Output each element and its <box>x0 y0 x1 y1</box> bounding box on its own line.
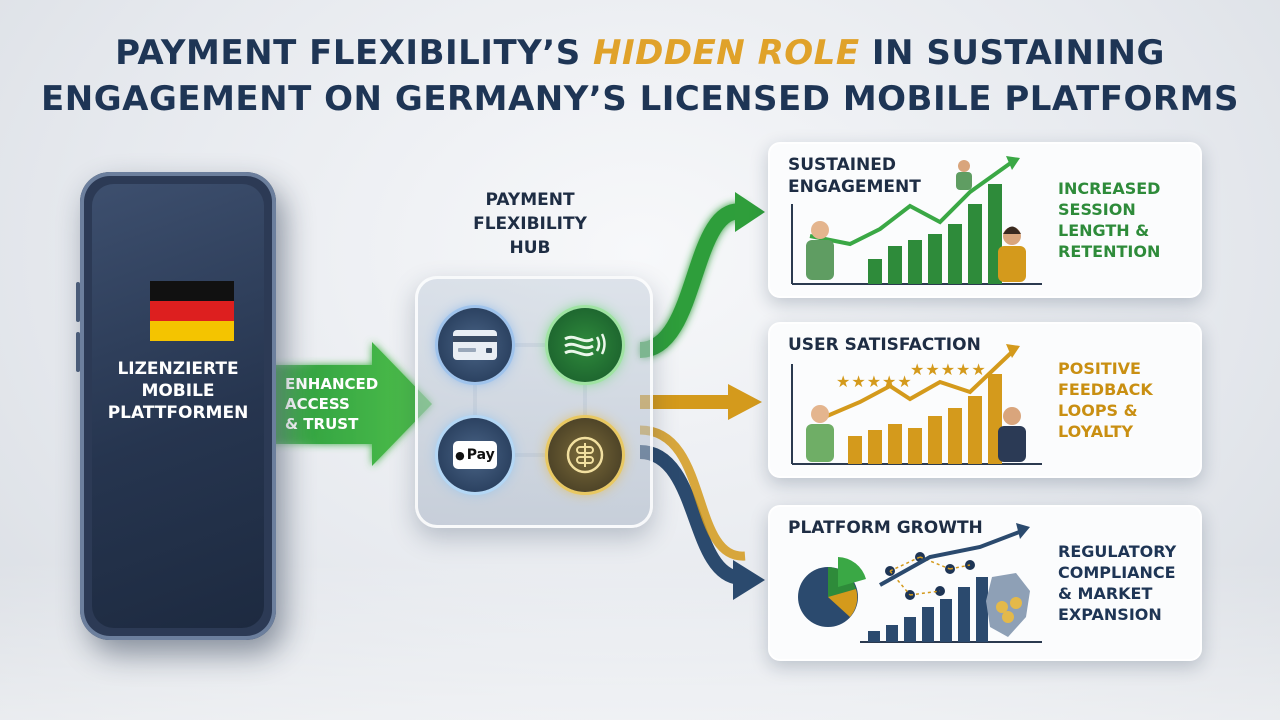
card-platform-growth: PLATFORM GROWTH <box>768 505 1202 661</box>
card-description: POSITIVE FEEDBACK LOOPS & LOYALTY <box>1058 359 1153 441</box>
main-arrow <box>260 342 432 466</box>
flag-stripe-black <box>150 281 234 301</box>
arrow-label: ENHANCED ACCESS & TRUST <box>285 375 379 433</box>
title-line-1: PAYMENT FLEXIBILITY’S HIDDEN ROLE IN SUS… <box>115 33 1165 73</box>
arrowhead-green <box>735 192 765 232</box>
rating-stars-icon: ★★★★★ <box>910 360 987 379</box>
volume-button <box>76 332 80 372</box>
credit-card-icon <box>438 308 512 382</box>
payment-hub-panel <box>415 276 653 528</box>
card-description: INCREASED SESSION LENGTH & RETENTION <box>1058 179 1161 261</box>
title-highlight: HIDDEN ROLE <box>593 33 860 73</box>
title-line-2: ENGAGEMENT ON GERMANY’S LICENSED MOBILE … <box>41 79 1239 119</box>
phone-screen: LIZENZIERTE MOBILE PLATTFORMEN <box>92 184 264 628</box>
apple-pay-icon: ●Pay <box>438 418 512 492</box>
card-user-satisfaction: USER SATISFACTION ★★★★★ ★★★★★ POSITIVE F… <box>768 322 1202 478</box>
volume-button <box>76 282 80 322</box>
card-description: REGULATORY COMPLIANCE & MARKET EXPANSION <box>1058 542 1177 624</box>
flow-gold-lower <box>639 425 746 561</box>
flow-blue <box>639 445 742 585</box>
rating-stars-icon: ★★★★★ <box>836 372 913 391</box>
crypto-coin-icon <box>548 418 622 492</box>
arrowhead-gold <box>728 384 762 420</box>
growth-chart-blue <box>798 523 1042 643</box>
card-title: PLATFORM GROWTH <box>788 518 983 538</box>
hub-title: PAYMENT FLEXIBILITY HUB <box>473 190 587 258</box>
german-flag-icon <box>150 281 234 341</box>
growth-chart-green <box>791 156 1042 285</box>
person-icon <box>998 407 1026 462</box>
card-title: SUSTAINED ENGAGEMENT <box>788 155 921 197</box>
contactless-icon <box>548 308 622 382</box>
person-icon <box>806 221 834 280</box>
page-title: PAYMENT FLEXIBILITY’S HIDDEN ROLE IN SUS… <box>0 30 1280 122</box>
card-sustained-engagement: SUSTAINED ENGAGEMENT <box>768 142 1202 298</box>
flow-green <box>638 203 747 358</box>
pie-chart-icon <box>798 557 866 627</box>
smartphone: LIZENZIERTE MOBILE PLATTFORMEN <box>76 172 276 640</box>
flag-stripe-gold <box>150 321 234 341</box>
person-icon <box>998 226 1026 282</box>
person-icon <box>956 160 972 190</box>
arrowhead-blue <box>733 560 765 600</box>
germany-map-icon <box>986 573 1030 637</box>
person-icon <box>806 405 834 462</box>
phone-label: LIZENZIERTE MOBILE PLATTFORMEN <box>107 359 249 423</box>
card-title: USER SATISFACTION <box>788 335 981 355</box>
growth-chart-gold <box>791 344 1042 465</box>
flag-stripe-red <box>150 301 234 321</box>
